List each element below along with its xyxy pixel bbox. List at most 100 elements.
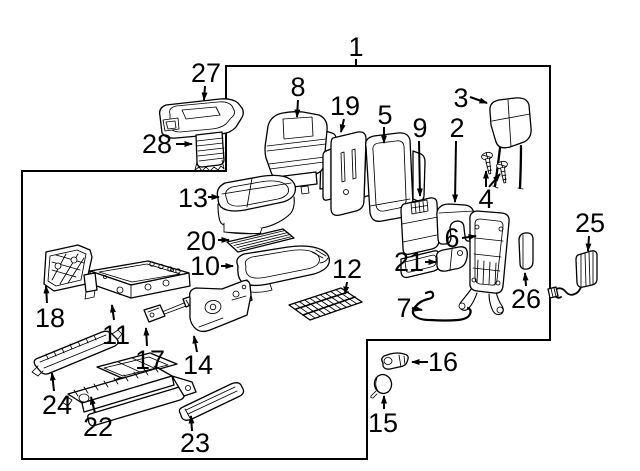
callout-label-1: 1 [348, 32, 363, 62]
callout-label-16: 16 [428, 347, 458, 377]
part-4-screws-drawing [481, 151, 508, 184]
part-26-bolster-pad-drawing [518, 232, 534, 270]
part-11-seat-frame-drawing [83, 260, 191, 300]
callout-2: 2 [449, 113, 465, 203]
callout-4: 4 [478, 170, 501, 214]
callout-21: 21 [394, 247, 437, 277]
callout-arrow-25 [585, 235, 592, 252]
callout-label-5: 5 [377, 100, 392, 130]
callout-1: 1 [348, 32, 364, 66]
assembly-boundary-box [21, 65, 551, 460]
part-17-actuator-drawing [143, 295, 196, 323]
callout-label-2: 2 [449, 113, 464, 143]
callout-9: 9 [412, 113, 428, 197]
part-24-track-cover-drawing [31, 329, 123, 377]
part-23-trim-panel-drawing [178, 382, 245, 421]
callout-label-28: 28 [142, 129, 172, 159]
callout-17: 17 [135, 327, 165, 375]
callout-label-15: 15 [368, 408, 398, 438]
callout-arrow-12 [343, 281, 350, 295]
part-3-headrest-posts-drawing [489, 97, 532, 190]
part-21-lumbar-pad-drawing [435, 246, 468, 272]
callout-label-26: 26 [511, 284, 541, 314]
callout-label-12: 12 [332, 254, 362, 284]
callout-arrow-27 [201, 85, 208, 101]
callout-label-9: 9 [412, 113, 427, 143]
callout-arrow-26 [522, 272, 529, 287]
callout-arrow-7 [411, 305, 423, 312]
callout-label-7: 7 [396, 293, 411, 323]
callout-12: 12 [332, 254, 362, 295]
callout-label-18: 18 [35, 303, 65, 333]
callout-3: 3 [453, 83, 488, 113]
callout-arrow-17 [143, 327, 150, 347]
callout-label-6: 6 [444, 223, 459, 253]
callout-15: 15 [368, 395, 398, 438]
callout-label-13: 13 [178, 183, 208, 213]
callout-label-22: 22 [83, 412, 113, 442]
callout-label-8: 8 [290, 72, 305, 102]
callout-arrow-18 [43, 285, 50, 304]
callout-label-3: 3 [453, 83, 468, 113]
callout-label-14: 14 [183, 350, 213, 380]
callout-22: 22 [83, 396, 113, 442]
callout-label-11: 11 [102, 320, 130, 350]
callout-18: 18 [35, 285, 65, 333]
part-20-heater-element-drawing [226, 228, 295, 253]
callout-label-19: 19 [330, 91, 360, 121]
callout-16: 16 [411, 347, 458, 377]
part-12-spring-mat-drawing [288, 287, 363, 321]
callout-26: 26 [511, 272, 541, 314]
callout-label-17: 17 [135, 345, 165, 375]
part-2-headrest-drawing [436, 203, 476, 245]
callout-arrow-6 [461, 234, 477, 241]
callout-arrow-3 [469, 96, 488, 104]
callout-arrow-23 [188, 415, 195, 432]
callout-arrow-24 [49, 372, 56, 392]
callout-24: 24 [42, 372, 72, 420]
callout-arrow-9 [416, 140, 423, 197]
callout-label-27: 27 [191, 58, 221, 88]
callout-arrow-4 [488, 173, 501, 188]
callout-20: 20 [186, 226, 230, 256]
callout-arrow-2 [452, 140, 459, 203]
callout-14: 14 [183, 335, 213, 380]
part-18-side-panel-drawing [43, 244, 93, 292]
callout-5: 5 [377, 100, 393, 144]
callout-27: 27 [191, 58, 221, 101]
callout-11: 11 [102, 304, 130, 350]
callout-6: 6 [444, 223, 477, 253]
callout-label-24: 24 [42, 390, 72, 420]
callout-13: 13 [178, 183, 220, 213]
part-13-cushion-cover-drawing [216, 174, 297, 235]
part-14-side-shield-drawing [188, 279, 253, 333]
callout-arrow-8 [294, 99, 301, 118]
callout-28: 28 [142, 129, 193, 159]
part-15-knob-drawing [370, 373, 393, 399]
callout-label-23: 23 [180, 428, 210, 458]
part-6-seatback-frame-drawing [458, 210, 510, 316]
part-25-switch-harness-drawing [547, 250, 598, 299]
callout-label-4: 4 [478, 184, 493, 214]
part-16-handle-drawing [381, 352, 409, 370]
part-27-armrest-drawing [158, 98, 244, 139]
callout-8: 8 [290, 72, 306, 118]
callout-arrow-14 [192, 335, 199, 353]
callout-arrow-22 [89, 396, 96, 414]
part-7-cable-drawing [411, 290, 472, 322]
part-28-armrest-base-drawing [194, 131, 225, 172]
callout-arrow-19 [339, 118, 346, 133]
callout-10: 10 [190, 251, 234, 281]
callout-label-25: 25 [575, 208, 605, 238]
callout-7: 7 [396, 293, 423, 323]
callout-25: 25 [575, 208, 605, 252]
callout-label-10: 10 [190, 251, 220, 281]
part-22-seat-adjuster-drawing [61, 352, 197, 427]
part-10-cushion-pad-drawing [236, 245, 330, 293]
part-9-panel-tray-drawing [400, 197, 441, 279]
callout-19: 19 [330, 91, 360, 133]
callout-label-21: 21 [394, 247, 424, 277]
